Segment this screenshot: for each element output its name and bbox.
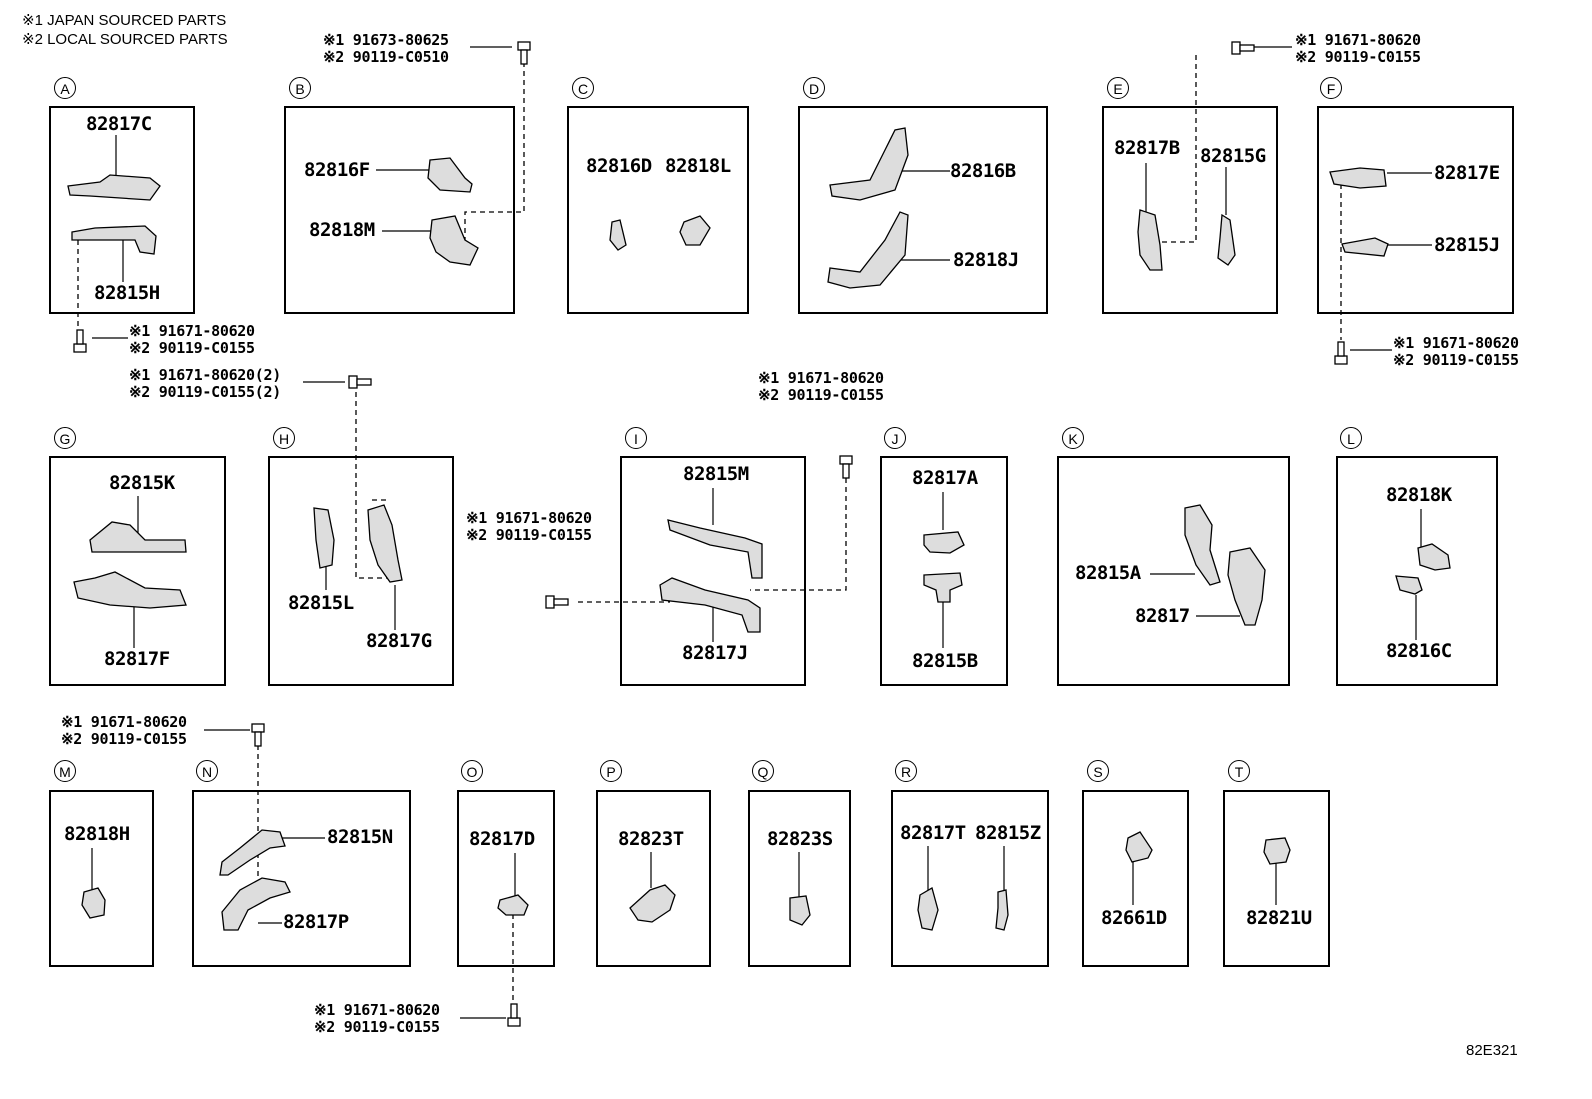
section-e-label: E	[1107, 77, 1129, 99]
section-g-label: G	[54, 427, 76, 449]
part-label: 82817	[1135, 605, 1190, 627]
part-label: 82815H	[94, 282, 160, 304]
section-q-label: Q	[752, 760, 774, 782]
part-label: 82817A	[912, 467, 978, 489]
section-o-label: O	[461, 760, 483, 782]
section-j-box	[880, 456, 1008, 686]
section-a-label: A	[54, 77, 76, 99]
section-p-box	[596, 790, 711, 967]
part-label: 82815Z	[975, 822, 1041, 844]
part-label: 82818J	[953, 249, 1019, 271]
fastener-label: ※1 91671-80620 ※2 90119-C0155	[466, 509, 592, 544]
section-h-box	[268, 456, 454, 686]
section-m-box	[49, 790, 154, 967]
part-label: 82815B	[912, 650, 978, 672]
section-k-box	[1057, 456, 1290, 686]
section-b-label: B	[289, 77, 311, 99]
part-label: 82818K	[1386, 484, 1452, 506]
legend-local-sourced: ※2 LOCAL SOURCED PARTS	[22, 31, 228, 48]
fastener-label: ※1 91671-80620 ※2 90119-C0155	[758, 369, 884, 404]
section-r-box	[891, 790, 1049, 967]
fastener-label: ※1 91671-80620 ※2 90119-C0155	[129, 322, 255, 357]
part-label: 82817C	[86, 113, 152, 135]
part-label: 82815M	[683, 463, 749, 485]
fastener-label: ※1 91671-80620 ※2 90119-C0155	[1295, 31, 1421, 66]
section-g-box	[49, 456, 226, 686]
diagram-code: 82E321	[1466, 1042, 1518, 1059]
part-label: 82816C	[1386, 640, 1452, 662]
section-l-label: L	[1340, 427, 1362, 449]
section-c-label: C	[572, 77, 594, 99]
section-h-label: H	[273, 427, 295, 449]
section-b-box	[284, 106, 515, 314]
section-r-label: R	[895, 760, 917, 782]
part-label: 82815G	[1200, 145, 1266, 167]
section-p-label: P	[600, 760, 622, 782]
section-c-box	[567, 106, 749, 314]
section-q-box	[748, 790, 851, 967]
part-label: 82815K	[109, 472, 175, 494]
section-e-box	[1102, 106, 1278, 314]
section-d-label: D	[803, 77, 825, 99]
section-f-label: F	[1320, 77, 1342, 99]
section-i-label: I	[625, 427, 647, 449]
section-d-box	[798, 106, 1048, 314]
part-label: 82815A	[1075, 562, 1141, 584]
part-label: 82817P	[283, 911, 349, 933]
section-k-label: K	[1062, 427, 1084, 449]
section-o-box	[457, 790, 555, 967]
fastener-label: ※1 91671-80620(2) ※2 90119-C0155(2)	[129, 366, 281, 401]
section-s-box	[1082, 790, 1189, 967]
part-label: 82821U	[1246, 907, 1312, 929]
part-label: 82817F	[104, 648, 170, 670]
fastener-label: ※1 91671-80620 ※2 90119-C0155	[314, 1001, 440, 1036]
part-label: 82823T	[618, 828, 684, 850]
part-label: 82818M	[309, 219, 375, 241]
part-label: 82817E	[1434, 162, 1500, 184]
part-label: 82817J	[682, 642, 748, 664]
part-label: 82818H	[64, 823, 130, 845]
part-label: 82816B	[950, 160, 1016, 182]
section-i-box	[620, 456, 806, 686]
legend-japan-sourced: ※1 JAPAN SOURCED PARTS	[22, 12, 227, 29]
part-label: 82816F	[304, 159, 370, 181]
section-f-box	[1317, 106, 1514, 314]
section-t-box	[1223, 790, 1330, 967]
part-label: 82815N	[327, 826, 393, 848]
part-label: 82823S	[767, 828, 833, 850]
section-j-label: J	[884, 427, 906, 449]
section-a-box	[49, 106, 195, 314]
section-l-box	[1336, 456, 1498, 686]
part-label: 82816D	[586, 155, 652, 177]
part-label: 82817T	[900, 822, 966, 844]
section-n-box	[192, 790, 411, 967]
section-s-label: S	[1087, 760, 1109, 782]
section-t-label: T	[1228, 760, 1250, 782]
part-label: 82815J	[1434, 234, 1500, 256]
part-label: 82817G	[366, 630, 432, 652]
part-label: 82817D	[469, 828, 535, 850]
fastener-label: ※1 91671-80620 ※2 90119-C0155	[1393, 334, 1519, 369]
fastener-label: ※1 91673-80625 ※2 90119-C0510	[323, 31, 449, 66]
part-label: 82815L	[288, 592, 354, 614]
section-n-label: N	[196, 760, 218, 782]
fastener-label: ※1 91671-80620 ※2 90119-C0155	[61, 713, 187, 748]
part-label: 82817B	[1114, 137, 1180, 159]
section-m-label: M	[54, 760, 76, 782]
part-label: 82661D	[1101, 907, 1167, 929]
part-label: 82818L	[665, 155, 731, 177]
